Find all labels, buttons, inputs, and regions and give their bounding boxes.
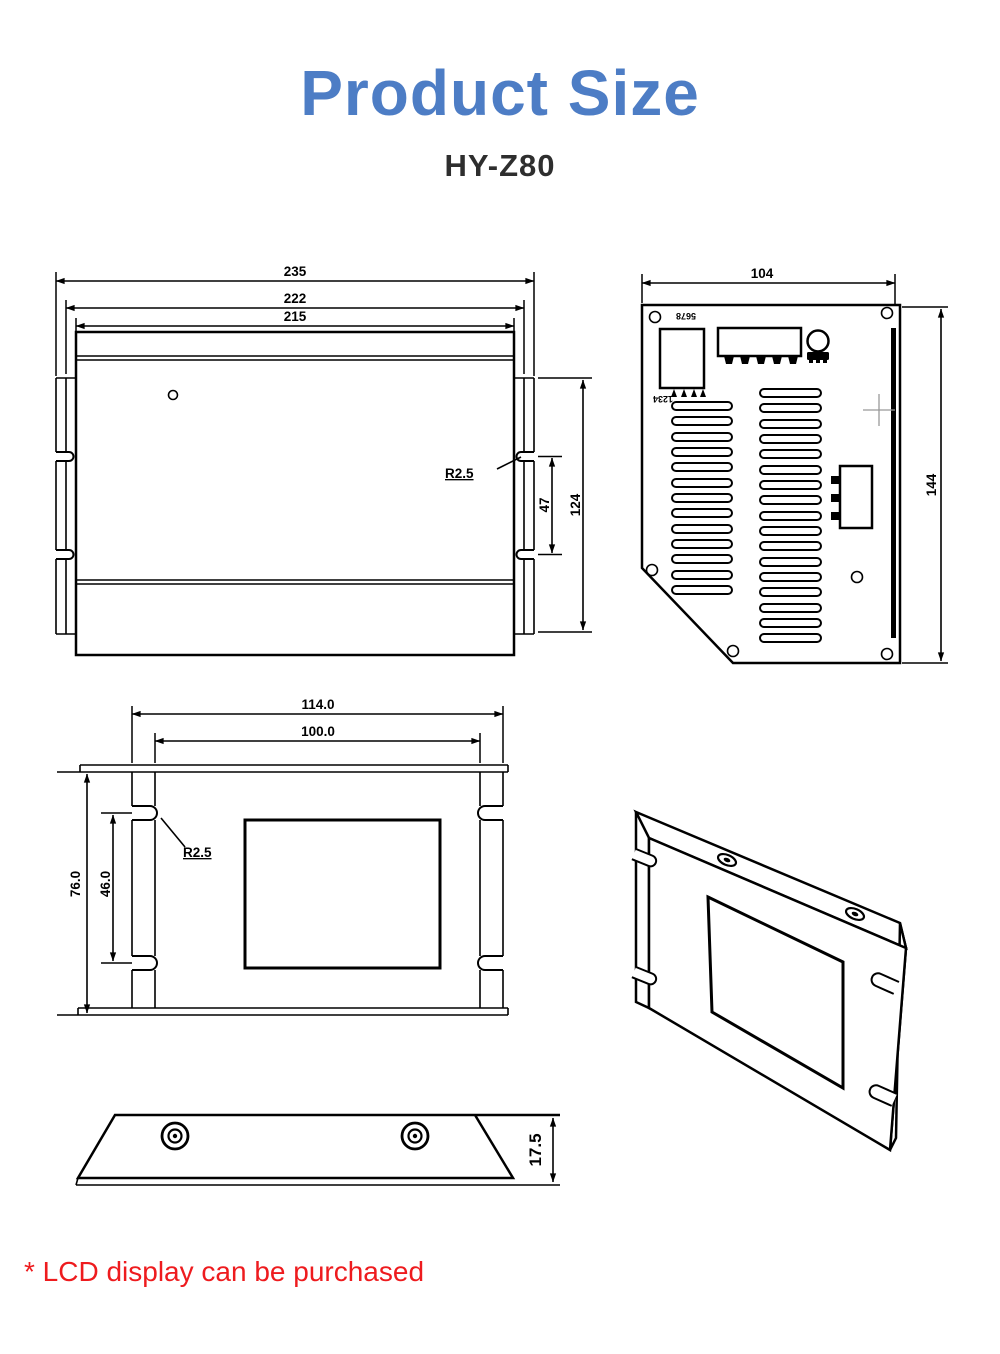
vent-slot: [671, 478, 733, 488]
dim-label-17-5: 17.5: [526, 1133, 545, 1166]
lcd-purchase-note: * LCD display can be purchased: [24, 1256, 425, 1287]
mounting-slot: [56, 451, 75, 462]
vent-slot: [759, 403, 822, 413]
side-connector-pins: [831, 476, 840, 520]
vent-slot: [671, 524, 733, 534]
radius-label: R2.5: [183, 845, 212, 860]
vent-slot: [671, 416, 733, 426]
vent-slot: [759, 557, 822, 567]
isometric-view-drawing: [631, 809, 908, 1153]
mounting-slot: [132, 805, 158, 821]
vent-slot: [759, 541, 822, 551]
mounting-slot: [515, 549, 534, 560]
mounting-slot: [868, 1084, 898, 1107]
vent-slot: [671, 462, 733, 472]
vent-slot: [671, 554, 733, 564]
connector: [716, 326, 803, 358]
vent-slot: [759, 526, 822, 536]
mounting-slot: [132, 955, 158, 971]
vent-slot: [759, 495, 822, 505]
vent-slot: [671, 585, 733, 595]
case-body: [74, 330, 516, 657]
dim-label-114: 114.0: [301, 697, 334, 712]
dim-label-47: 47: [537, 497, 552, 512]
screw-hole: [880, 306, 894, 320]
screw-hole: [645, 563, 659, 577]
mounting-slot: [515, 451, 534, 462]
vent-slot: [759, 587, 822, 597]
screw-head: [160, 1121, 190, 1151]
vent-slot: [759, 633, 822, 643]
vent-slot: [759, 449, 822, 459]
mounting-slot: [477, 955, 503, 971]
vent-slot: [671, 508, 733, 518]
vent-slot: [759, 465, 822, 475]
vent-slot: [671, 570, 733, 580]
screw-hole: [850, 570, 864, 584]
dim-label-100: 100.0: [301, 724, 335, 739]
silkscreen-1234: 1234: [653, 394, 673, 404]
mounting-slot: [631, 966, 658, 986]
screw-head: [400, 1121, 430, 1151]
vent-slot: [759, 572, 822, 582]
dim-label-104: 104: [751, 266, 774, 281]
round-connector: [806, 329, 830, 353]
dim-label-144: 144: [924, 473, 939, 496]
vent-slot: [759, 480, 822, 490]
dim-label-215: 215: [284, 309, 307, 324]
dim-label-76: 76.0: [68, 871, 83, 897]
label-block: [807, 352, 829, 360]
vent-slot: [671, 401, 733, 411]
vent-slot: [759, 419, 822, 429]
page-title: Product Size: [300, 57, 700, 129]
iso-lcd-window: [706, 894, 845, 1091]
back-panel-drawing: 104 1234 5678: [640, 266, 948, 665]
vent-slot: [671, 432, 733, 442]
vent-slot: [759, 618, 822, 628]
vent-slot: [671, 447, 733, 457]
screw-hole: [648, 310, 662, 324]
mounting-slot: [870, 972, 900, 995]
panel-edge-bar: [891, 328, 896, 638]
dim-label-46: 46.0: [98, 871, 113, 897]
lcd-window: [243, 818, 442, 970]
mounting-slot: [631, 848, 658, 868]
model-name: HY-Z80: [444, 148, 556, 183]
vent-slot: [759, 388, 822, 398]
vent-slot: [759, 603, 822, 613]
side-connector: [838, 464, 874, 530]
connector-pins: [724, 356, 798, 364]
mounting-slot: [56, 549, 75, 560]
vent-slot: [759, 434, 822, 444]
front-view-drawing: 114.0 100.0 76.0: [57, 697, 509, 1016]
screw-hole: [844, 906, 866, 922]
pin-marks: [671, 389, 706, 397]
dim-label-124: 124: [568, 493, 583, 516]
radius-label: R2.5: [445, 466, 474, 481]
screw-hole: [880, 647, 894, 661]
vent-slot: [759, 511, 822, 521]
dim-label-235: 235: [284, 264, 307, 279]
terminal-block: [658, 327, 706, 390]
dim-label-222: 222: [284, 291, 307, 306]
silkscreen-5678: 5678: [676, 311, 696, 321]
screw-hole: [716, 852, 738, 868]
screw-hole: [726, 644, 740, 658]
mounting-slot: [477, 805, 503, 821]
top-view-drawing: 235 222 215: [55, 264, 592, 657]
vent-slot: [671, 539, 733, 549]
case-hole: [167, 389, 179, 401]
vent-slot: [671, 493, 733, 503]
bottom-profile-drawing: 17.5: [75, 1113, 560, 1186]
